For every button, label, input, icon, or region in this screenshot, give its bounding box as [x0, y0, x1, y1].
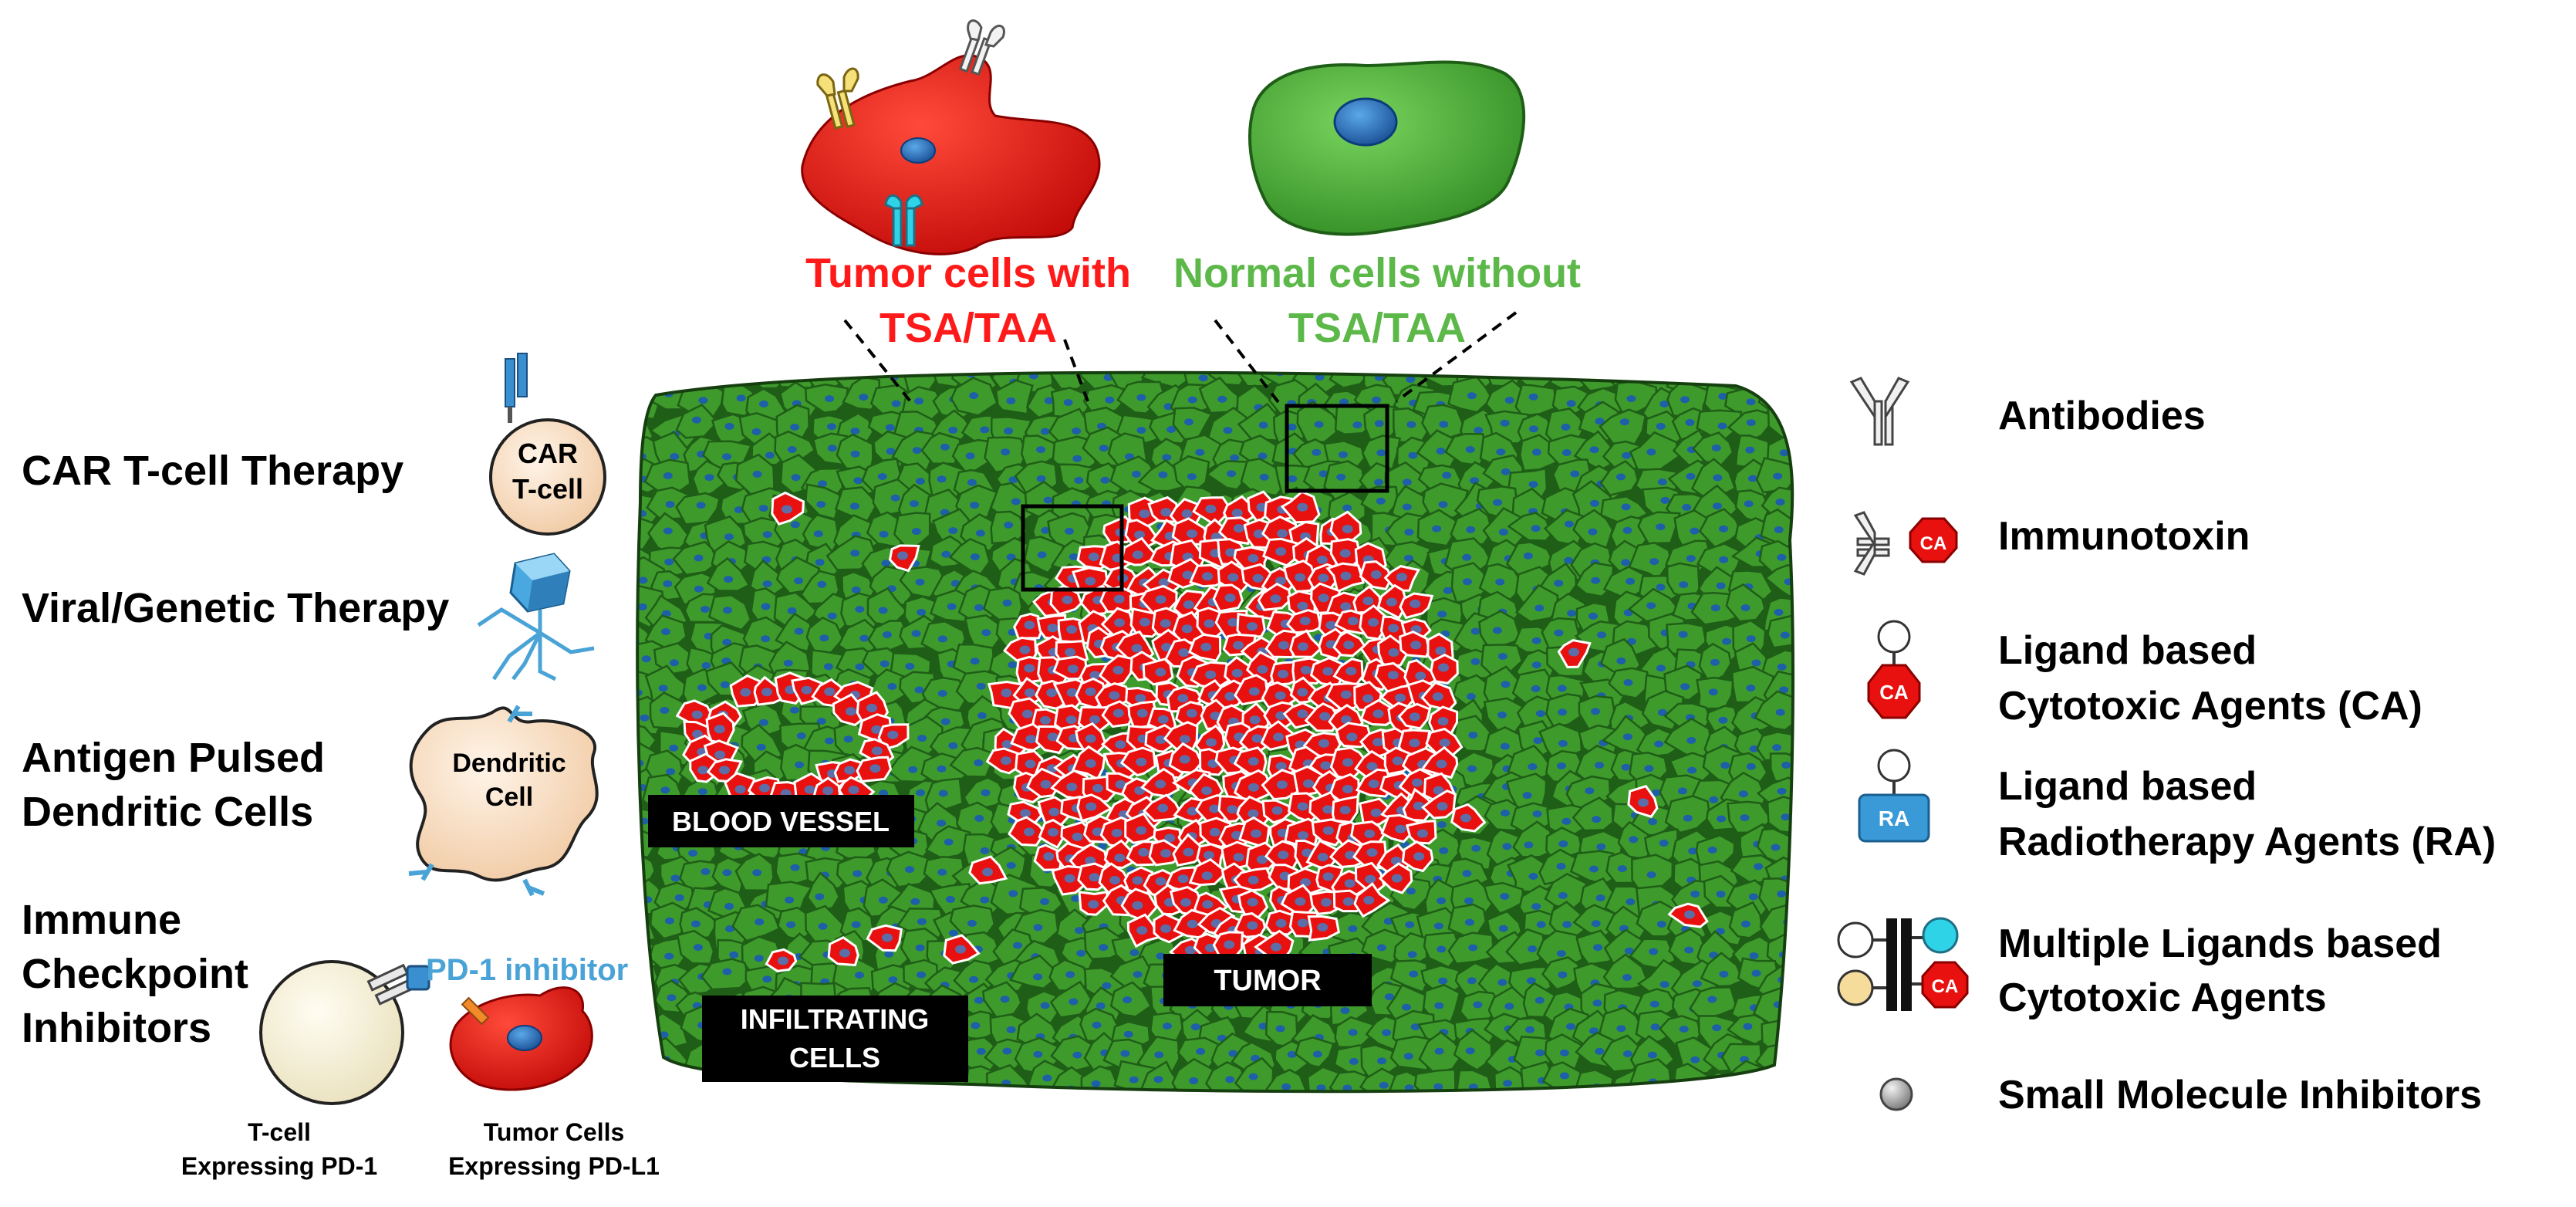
tumor-cell-pdl1-icon	[449, 986, 593, 1091]
immunotoxin-ca-tag: CA	[1920, 533, 1947, 554]
normal-zoom-box	[1285, 404, 1389, 493]
blood-vessel-label: BLOOD VESSEL	[672, 806, 890, 837]
multi-ligand-ca-tag: CA	[1932, 976, 1959, 997]
ligand-ra-icon: RA	[1858, 749, 1930, 843]
multi-ligand-icon: CA	[1837, 917, 1969, 1011]
white-receptor-icon	[958, 19, 1005, 76]
antigen-label-line1: Antigen Pulsed	[22, 735, 325, 781]
ligand-ra-tag: RA	[1879, 806, 1909, 830]
tumor-cell-example	[801, 54, 1101, 255]
dendritic-cell-icon: Dendritic Cell	[408, 705, 599, 897]
tumor-zoom-box	[1021, 504, 1124, 592]
normal-label-line2: TSA/TAA	[1288, 305, 1466, 351]
car-cell-label-line2: T-cell	[512, 473, 583, 505]
tumor-cell-caption-line1: Tumor Cells	[484, 1118, 625, 1146]
legend-multi-line1: Multiple Ligands based	[1998, 921, 2442, 966]
immunotoxin-icon: CA	[1853, 511, 1958, 576]
pd1-inhibitor-label: PD-1 inhibitor	[426, 953, 628, 987]
car-cell-label-line1: CAR	[518, 438, 578, 469]
infiltrating-cells-tag: INFILTRATING CELLS	[702, 996, 968, 1082]
legend-ligand-ca-line2: Cytotoxic Agents (CA)	[1998, 684, 2422, 729]
infiltrating-label-line1: INFILTRATING	[741, 1003, 930, 1035]
dendritic-cell-label-line1: Dendritic	[452, 749, 566, 778]
ligand-ca-tag: CA	[1879, 681, 1909, 704]
legend-small-molecule: Small Molecule Inhibitors	[1998, 1073, 2482, 1117]
tumor-tag-label: TUMOR	[1214, 965, 1321, 997]
antigen-label-line2: Dendritic Cells	[22, 789, 313, 835]
legend-ligand-ca-line1: Ligand based	[1998, 628, 2257, 673]
cyan-receptor-icon	[884, 194, 923, 247]
yellow-receptor-icon	[816, 67, 859, 130]
legend-immunotoxin: Immunotoxin	[1998, 514, 2250, 559]
blood-vessel-tag: BLOOD VESSEL	[648, 795, 914, 847]
small-molecule-icon	[1879, 1077, 1913, 1111]
tumor-label-line1: Tumor cells with	[805, 250, 1131, 296]
tumor-cell-caption-line2: Expressing PD-L1	[448, 1152, 660, 1180]
car-t-cell-icon: CAR T-cell	[489, 353, 606, 536]
tumor-label-line2: TSA/TAA	[879, 305, 1057, 351]
legend-multi-line2: Cytotoxic Agents	[1998, 975, 2327, 1020]
tissue-section	[637, 372, 1793, 1092]
t-cell-caption-line2: Expressing PD-1	[181, 1152, 377, 1180]
tumor-tag: TUMOR	[1163, 954, 1372, 1006]
normal-cell-example	[1248, 60, 1526, 236]
legend-ligand-ra-line1: Ligand based	[1998, 764, 2257, 809]
virus-icon	[477, 553, 595, 681]
viral-therapy-label: Viral/Genetic Therapy	[22, 585, 449, 631]
tissue-outline	[636, 370, 1794, 1094]
checkpoint-label-line2: Checkpoint	[22, 951, 248, 997]
t-cell-caption-line1: T-cell	[248, 1118, 311, 1146]
checkpoint-label-line1: Immune	[22, 897, 181, 943]
checkpoint-label-line3: Inhibitors	[22, 1005, 211, 1051]
t-cell-pd1-icon	[259, 960, 430, 1105]
legend-ligand-ra-line2: Radiotherapy Agents (RA)	[1998, 820, 2496, 864]
infiltrating-label-line2: CELLS	[789, 1042, 880, 1073]
car-t-therapy-label: CAR T-cell Therapy	[22, 448, 403, 494]
pointer-lines	[843, 311, 1518, 407]
legend-antibodies: Antibodies	[1998, 394, 2206, 438]
ligand-ca-icon: CA	[1867, 620, 1921, 719]
normal-label-line1: Normal cells without	[1173, 250, 1581, 296]
dendritic-cell-label-line2: Cell	[485, 783, 533, 812]
tumor-mass	[675, 490, 1709, 972]
antibody-icon	[1849, 377, 1910, 446]
